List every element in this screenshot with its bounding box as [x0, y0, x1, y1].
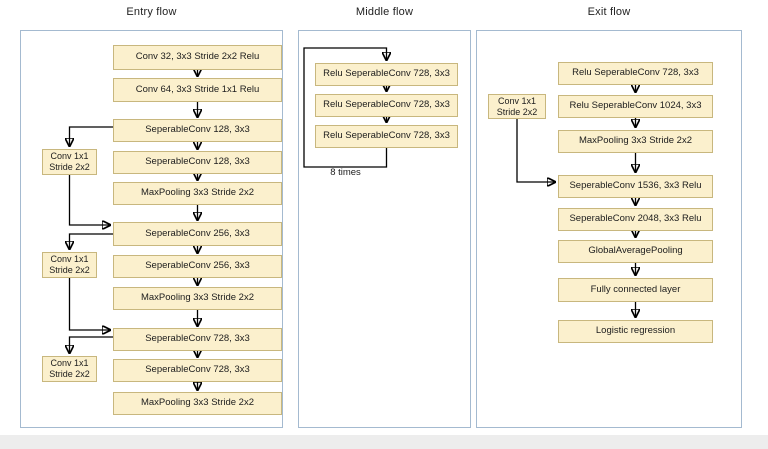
node-label: Relu SeperableConv 728, 3x3: [323, 68, 450, 80]
node-label: Relu SeperableConv 728, 3x3: [572, 67, 699, 79]
entry-maxpool-1-node: MaxPooling 3x3 Stride 2x2: [113, 182, 282, 205]
node-label: SeperableConv 128, 3x3: [145, 156, 250, 168]
exit-maxpool-node: MaxPooling 3x3 Stride 2x2: [558, 130, 713, 153]
exit-fc-layer-node: Fully connected layer: [558, 278, 713, 302]
entry-flow-title: Entry flow: [126, 6, 177, 18]
node-label: MaxPooling 3x3 Stride 2x2: [140, 292, 254, 304]
node-label: Fully connected layer: [590, 283, 681, 295]
entry-sepconv128-1-node: SeperableConv 128, 3x3: [113, 119, 282, 142]
entry-residual-conv1x1-1-node: Conv 1x1 Stride 2x2: [42, 149, 97, 175]
entry-maxpool-3-node: MaxPooling 3x3 Stride 2x2: [113, 392, 282, 415]
exit-flow-panel: [476, 30, 742, 428]
entry-sepconv728-1-node: SeperableConv 728, 3x3: [113, 328, 282, 351]
node-label: SeperableConv 1536, 3x3 Relu: [569, 180, 702, 192]
entry-sepconv256-1-node: SeperableConv 256, 3x3: [113, 222, 282, 246]
node-label: MaxPooling 3x3 Stride 2x2: [140, 187, 254, 199]
middle-relu-sepconv728-1-node: Relu SeperableConv 728, 3x3: [315, 63, 458, 86]
node-label: GlobalAveragePooling: [588, 245, 683, 257]
node-label: SeperableConv 728, 3x3: [145, 364, 250, 376]
node-label-line2: Stride 2x2: [49, 162, 90, 172]
node-label-line1: Conv 1x1: [497, 95, 537, 106]
entry-sepconv256-2-node: SeperableConv 256, 3x3: [113, 255, 282, 278]
entry-sepconv728-2-node: SeperableConv 728, 3x3: [113, 359, 282, 382]
node-label: MaxPooling 3x3 Stride 2x2: [140, 397, 254, 409]
node-label-line2: Stride 2x2: [496, 106, 538, 117]
node-label: Conv 64, 3x3 Stride 1x1 Relu: [135, 83, 260, 95]
entry-maxpool-2-node: MaxPooling 3x3 Stride 2x2: [113, 287, 282, 310]
node-label: MaxPooling 3x3 Stride 2x2: [578, 135, 692, 147]
entry-flow-panel: [20, 30, 283, 428]
node-label: SeperableConv 728, 3x3: [145, 333, 250, 345]
exit-relu-sepconv728-node: Relu SeperableConv 728, 3x3: [558, 62, 713, 85]
middle-relu-sepconv728-3-node: Relu SeperableConv 728, 3x3: [315, 125, 458, 148]
node-label-line1: Conv 1x1: [50, 151, 89, 161]
exit-sepconv2048-node: SeperableConv 2048, 3x3 Relu: [558, 208, 713, 231]
node-label-line2: Stride 2x2: [49, 265, 90, 275]
entry-conv64-node: Conv 64, 3x3 Stride 1x1 Relu: [113, 78, 282, 102]
node-label: Relu SeperableConv 1024, 3x3: [569, 100, 702, 112]
node-label: Logistic regression: [595, 325, 676, 337]
entry-residual-conv1x1-3-node: Conv 1x1 Stride 2x2: [42, 356, 97, 382]
middle-flow-title: Middle flow: [355, 6, 414, 18]
node-label: Conv 32, 3x3 Stride 2x2 Relu: [135, 51, 260, 63]
middle-flow-panel: [298, 30, 471, 428]
node-label: SeperableConv 256, 3x3: [145, 260, 250, 272]
exit-logistic-regression-node: Logistic regression: [558, 320, 713, 343]
page-bottom-strip: [0, 435, 768, 449]
exit-sepconv1536-node: SeperableConv 1536, 3x3 Relu: [558, 175, 713, 198]
exit-flow-title: Exit flow: [587, 6, 631, 18]
exit-residual-conv1x1-node: Conv 1x1 Stride 2x2: [488, 94, 546, 119]
exit-globalavgpool-node: GlobalAveragePooling: [558, 240, 713, 263]
node-label: SeperableConv 128, 3x3: [145, 124, 250, 136]
entry-residual-conv1x1-2-node: Conv 1x1 Stride 2x2: [42, 252, 97, 278]
node-label-line2: Stride 2x2: [49, 369, 90, 379]
exit-relu-sepconv1024-node: Relu SeperableConv 1024, 3x3: [558, 95, 713, 118]
entry-conv32-node: Conv 32, 3x3 Stride 2x2 Relu: [113, 45, 282, 70]
node-label: SeperableConv 2048, 3x3 Relu: [569, 213, 702, 225]
node-label: Relu SeperableConv 728, 3x3: [323, 130, 450, 142]
node-label-line1: Conv 1x1: [50, 254, 89, 264]
middle-loop-repeat-label: 8 times: [330, 167, 361, 178]
node-label: SeperableConv 256, 3x3: [145, 227, 250, 239]
entry-sepconv128-2-node: SeperableConv 128, 3x3: [113, 151, 282, 174]
node-label-line1: Conv 1x1: [50, 358, 89, 368]
node-label: Relu SeperableConv 728, 3x3: [323, 99, 450, 111]
middle-relu-sepconv728-2-node: Relu SeperableConv 728, 3x3: [315, 94, 458, 117]
